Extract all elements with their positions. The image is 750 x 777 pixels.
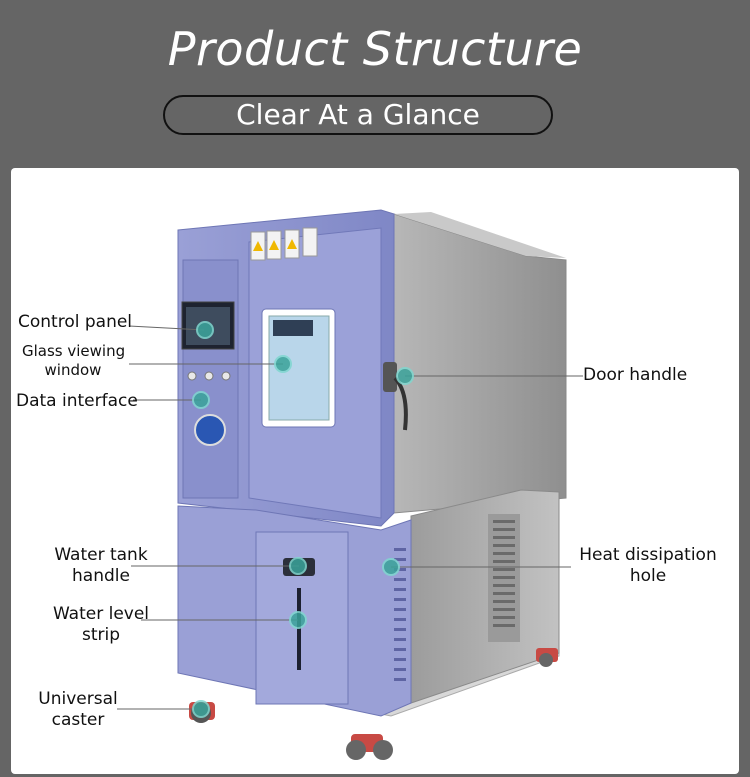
callout-markers	[192, 321, 414, 718]
label-glass-window-line2: window	[44, 361, 102, 379]
leader-lines	[117, 325, 583, 710]
label-water-level-strip: Water level strip	[49, 604, 153, 646]
label-heat-line1: Heat dissipation	[579, 545, 717, 565]
label-water-tank-line2: handle	[72, 566, 130, 586]
label-caster-line1: Universal	[38, 689, 118, 709]
label-door-handle: Door handle	[583, 365, 688, 385]
label-glass-window: Glass viewing window	[22, 342, 126, 380]
subtitle-pill: Clear At a Glance	[163, 95, 553, 135]
label-water-tank-line1: Water tank	[54, 545, 148, 565]
label-control-panel: Control panel	[18, 312, 133, 332]
label-heat-dissipation-hole: Heat dissipation hole	[573, 545, 723, 587]
label-water-tank-handle: Water tank handle	[51, 545, 151, 587]
label-water-level-line1: Water level	[52, 604, 150, 624]
side-vent-grille	[493, 520, 515, 627]
label-glass-window-line1: Glass viewing	[22, 342, 126, 360]
warning-labels	[250, 227, 318, 261]
product-card: Control panel Glass viewing window Data …	[11, 168, 739, 774]
label-caster-line2: caster	[51, 710, 105, 730]
front-vent	[394, 548, 406, 681]
label-water-level-line2: strip	[81, 625, 121, 645]
label-universal-caster: Universal caster	[33, 689, 123, 731]
label-heat-line2: hole	[629, 566, 667, 586]
chamber-illustration	[117, 209, 583, 760]
label-data-interface: Data interface	[16, 391, 138, 411]
page-title: Product Structure	[167, 22, 583, 76]
